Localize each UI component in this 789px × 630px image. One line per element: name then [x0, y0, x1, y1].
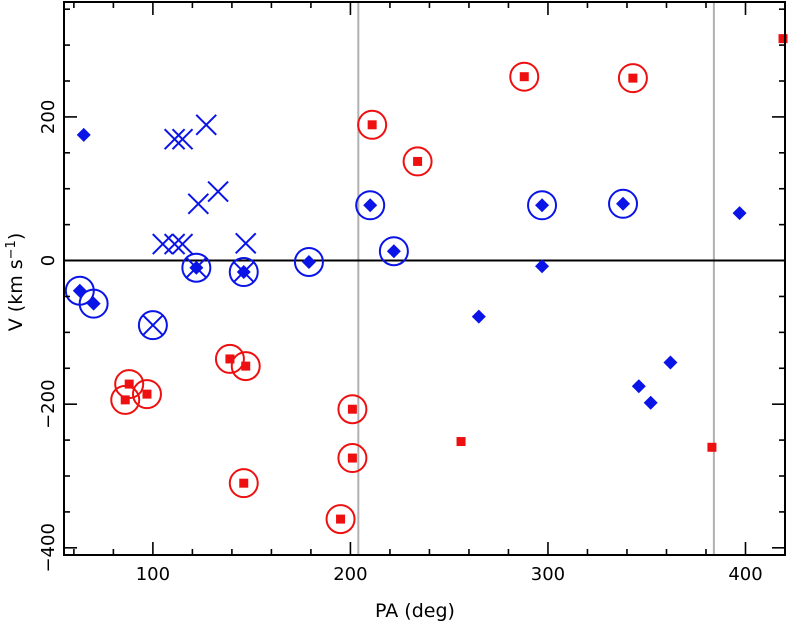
blue-diamond-point [386, 244, 401, 259]
red-circle-point [214, 343, 245, 374]
x-tick-label: 100 [136, 564, 170, 585]
blue-cross-point [207, 180, 229, 203]
blue-diamond-point [363, 198, 378, 213]
red-circle-point [337, 443, 368, 474]
blue-cross-point [163, 233, 186, 255]
plot-frame [63, 1, 786, 556]
red-square-point [142, 389, 152, 399]
blue-cross-point [233, 261, 255, 283]
red-square-point [367, 120, 377, 130]
red-square-point [347, 453, 357, 463]
red-circle-point [357, 109, 388, 140]
y-axis-label-close: ) [5, 233, 27, 240]
red-circle-point [110, 384, 141, 415]
x-tick-label: 300 [531, 564, 565, 585]
red-square-point [519, 72, 529, 82]
blue-diamond-point [535, 198, 550, 213]
red-square-point [239, 478, 249, 488]
blue-diamond-point [616, 196, 631, 211]
blue-circle-point [608, 188, 639, 219]
blue-diamond-point [663, 355, 678, 370]
vertical-reference-lines [357, 2, 715, 555]
blue-circle-point [78, 288, 109, 319]
red-square-point [241, 361, 251, 371]
red-square-point [778, 34, 788, 44]
red-circle-point [131, 379, 162, 410]
blue-circle-point [355, 190, 386, 221]
red-square-point [628, 73, 638, 83]
red-square-point [225, 354, 235, 364]
red-circle-point [325, 504, 356, 535]
red-circle-point [617, 63, 648, 94]
plot-border [63, 1, 786, 556]
blue-diamond-point [471, 309, 486, 324]
blue-circle-point [181, 252, 212, 283]
blue-cross-point [142, 314, 164, 336]
red-square-point [707, 442, 717, 452]
data-points [64, 34, 788, 535]
red-square-point [120, 395, 130, 405]
red-circle-point [114, 369, 145, 400]
blue-diamond-point [76, 127, 91, 142]
blue-circle-point [527, 190, 558, 221]
blue-diamond-point [301, 254, 316, 269]
red-circle-point [228, 468, 259, 499]
red-circle-point [402, 146, 433, 177]
y-tick-label: 200 [38, 100, 59, 134]
y-axis-label-text: V (km s [5, 259, 27, 331]
blue-diamond-point [732, 206, 747, 221]
blue-diamond-point [643, 395, 658, 410]
y-tick-label: −200 [38, 379, 59, 428]
blue-diamond-point [535, 259, 550, 274]
axis-ticks [64, 2, 786, 555]
y-axis-label: V (km s−1) [4, 233, 27, 332]
x-tick-label: 200 [333, 564, 367, 585]
blue-circle-point [378, 236, 409, 267]
red-circle-point [230, 351, 261, 382]
blue-diamond-point [72, 283, 87, 298]
red-square-point [124, 379, 134, 389]
blue-cross-point [185, 257, 208, 279]
x-tick-label: 400 [728, 564, 762, 585]
blue-circle-point [137, 310, 168, 341]
blue-circle-point [228, 257, 259, 288]
blue-cross-point [187, 193, 210, 215]
blue-cross-point [163, 128, 186, 150]
red-square-point [456, 437, 466, 447]
y-tick-label: −400 [38, 523, 59, 572]
blue-diamond-point [86, 296, 101, 311]
blue-cross-point [171, 128, 194, 150]
red-square-point [347, 404, 357, 414]
red-square-point [336, 514, 346, 524]
blue-cross-point [235, 232, 257, 255]
y-axis-label-superscript: −1 [4, 240, 19, 259]
blue-cross-point [152, 233, 174, 255]
y-tick-label: 0 [38, 255, 59, 266]
blue-cross-point [171, 233, 194, 255]
blue-diamond-point [631, 379, 646, 394]
blue-circle-point [293, 246, 324, 277]
tick-labels: 100 200 300 400 −400 −200 0 200 [38, 100, 763, 585]
red-circle-point [509, 61, 540, 92]
red-square-point [413, 156, 423, 166]
x-axis-label: PA (deg) [375, 600, 455, 622]
red-circle-point [337, 394, 368, 425]
blue-cross-point [195, 114, 217, 136]
